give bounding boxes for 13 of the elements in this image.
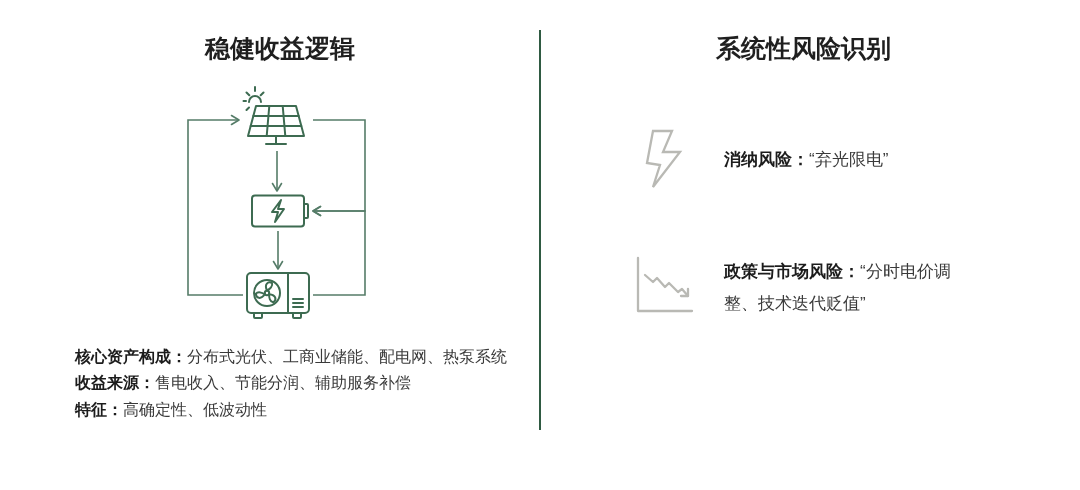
section-heading: 系统性风险识别	[715, 33, 891, 64]
section-heading: 稳健收益逻辑	[205, 33, 355, 64]
heat-pump-icon	[246, 272, 310, 319]
battery-icon	[250, 194, 310, 228]
arrow	[271, 150, 283, 192]
risk-text: 政策与市场风险：“分时电价调整、技术迭代贬值”	[724, 261, 952, 315]
arrow	[312, 205, 366, 296]
description-text: 核心资产构成：分布式光伏、工商业储能、配电网、热泵系统	[75, 347, 507, 367]
description-text: 收益来源：售电收入、节能分润、辅助服务补偿	[75, 373, 411, 393]
description-text: 特征：高确定性、低波动性	[75, 400, 267, 420]
arrow	[187, 114, 244, 296]
arrow	[272, 230, 284, 270]
risk-text: 消纳风险：“弃光限电”	[724, 149, 889, 171]
